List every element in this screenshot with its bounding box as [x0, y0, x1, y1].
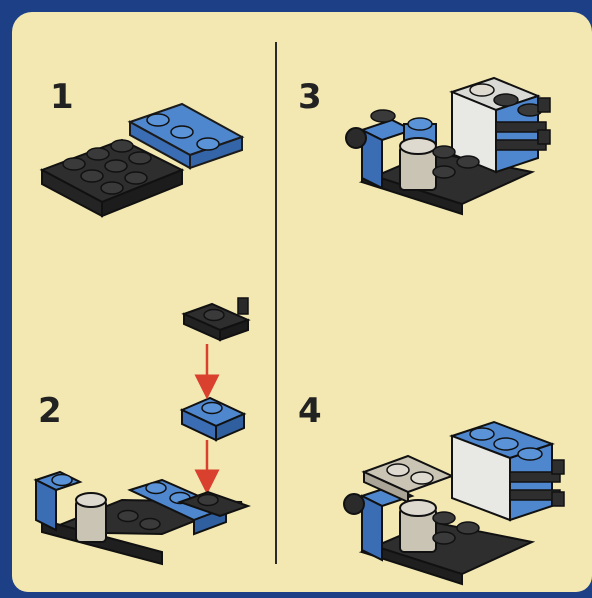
step-1-model [42, 104, 242, 216]
instruction-page: 1 3 2 4 [12, 12, 592, 592]
step-2-model [36, 472, 248, 564]
instruction-illustrations [12, 12, 592, 592]
step-4-model [344, 422, 564, 584]
step-3-model [346, 78, 550, 214]
step-2-parts [182, 298, 248, 482]
